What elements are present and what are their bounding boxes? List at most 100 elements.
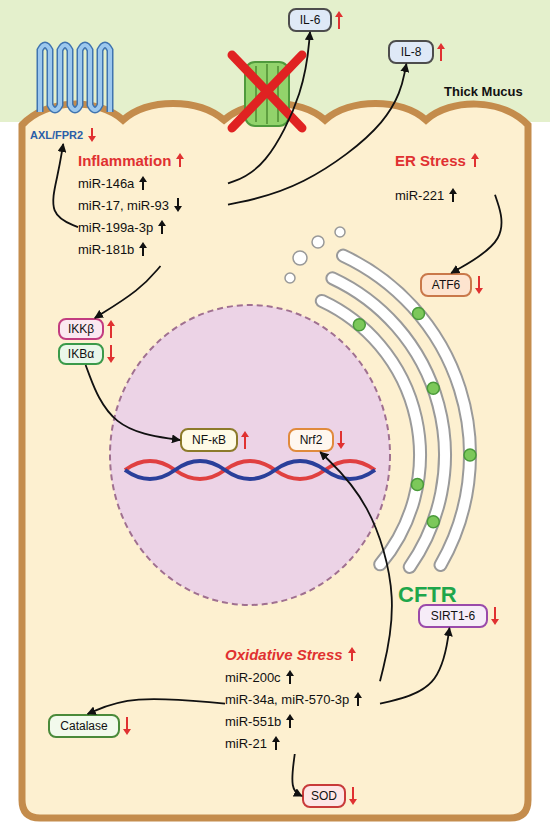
vesicle	[335, 227, 345, 237]
trend-arrow-shaft	[110, 324, 112, 338]
text-row: miR-17, miR-93	[78, 194, 228, 216]
mirna-label: AXL/FPR2	[30, 129, 83, 141]
trend-arrow-head	[123, 729, 131, 735]
regulation-arrow	[228, 32, 310, 183]
protein-box: IL-6	[288, 8, 332, 32]
group-heading: Inflammation	[78, 152, 171, 169]
trend-arrow-head	[107, 320, 115, 326]
trend-arrow-shaft	[340, 431, 342, 445]
trend-arrow-head	[272, 736, 280, 742]
protein-label: ATF6	[432, 278, 460, 292]
mirna-label: miR-200c	[225, 670, 281, 685]
trend-arrow	[470, 152, 480, 168]
trend-arrow	[173, 197, 183, 213]
trend-arrow	[448, 187, 458, 203]
trend-arrow-head	[348, 647, 356, 653]
trend-arrow-head	[88, 136, 96, 142]
trend-arrow-head	[335, 11, 343, 17]
cftr-protein	[411, 479, 423, 491]
text-row: Inflammation	[78, 148, 228, 172]
cell-membrane	[22, 104, 528, 819]
mucus-region: Thick MucusIL-6IL-8	[0, 0, 550, 120]
trend-arrow	[175, 152, 185, 168]
trend-arrow-shaft	[110, 345, 112, 359]
regulation-arrow	[228, 64, 406, 205]
trend-arrow	[271, 735, 281, 751]
trend-arrow-head	[449, 188, 457, 194]
region-label: Thick Mucus	[444, 84, 523, 99]
red-cross	[232, 55, 302, 128]
trend-arrow-head	[491, 619, 499, 625]
text-group: ER Stress miR-221	[395, 148, 495, 208]
cftr-protein	[464, 449, 476, 461]
protein-box: SOD	[302, 784, 346, 808]
endoplasmic-reticulum	[285, 227, 476, 567]
er-cisterna	[343, 256, 470, 565]
receptor-symbol	[40, 45, 110, 112]
regulation-arrow	[380, 628, 450, 704]
protein-box: IKKβ	[58, 318, 104, 340]
trend-arrow-head	[337, 443, 345, 449]
trend-arrow	[107, 345, 115, 363]
mirna-label: miR-17, miR-93	[78, 198, 169, 213]
regulation-arrow	[86, 365, 180, 440]
trend-arrow	[349, 787, 357, 805]
text-row: miR-34a, miR-570-3p	[225, 688, 380, 710]
trend-arrow-head	[437, 43, 445, 49]
mirna-label: miR-221	[395, 188, 444, 203]
protein-box: IKBα	[58, 343, 104, 365]
trend-arrow-head	[471, 153, 479, 159]
regulation-arrow	[95, 266, 161, 318]
protein-label: IL-6	[300, 13, 321, 27]
trend-arrow	[491, 607, 499, 625]
red-cross	[232, 55, 302, 128]
regulation-arrow	[451, 195, 501, 273]
trend-arrow	[353, 691, 363, 707]
mirna-label: miR-21	[225, 736, 267, 751]
receptor-helix	[40, 45, 110, 112]
protein-label: SOD	[311, 789, 337, 803]
trend-arrow-shaft	[126, 717, 128, 731]
vesicle	[312, 236, 324, 248]
protein-label: SIRT1-6	[431, 609, 475, 623]
trend-arrow-head	[241, 431, 249, 437]
regulation-arrow	[292, 754, 302, 796]
trend-arrow-shaft	[244, 435, 246, 449]
trend-arrow	[285, 713, 295, 729]
mirna-label: miR-181b	[78, 242, 134, 257]
regulation-arrow	[53, 144, 78, 227]
trend-arrow-shaft	[494, 607, 496, 621]
text-row: miR-551b	[225, 710, 380, 732]
cftr-protein	[413, 308, 425, 320]
trend-arrow	[335, 11, 343, 29]
trend-arrow-head	[354, 692, 362, 698]
trend-arrow	[475, 276, 483, 294]
trend-arrow	[347, 646, 357, 662]
trend-arrow	[337, 431, 345, 449]
text-row: miR-146a	[78, 172, 228, 194]
er-cisterna	[343, 256, 470, 565]
trend-arrow	[123, 717, 131, 735]
protein-box: Nrf2	[288, 428, 334, 452]
text-row: miR-181b	[78, 238, 228, 260]
vesicle	[285, 273, 295, 283]
text-row: miR-221	[395, 184, 495, 206]
trend-arrow-shaft	[338, 15, 340, 29]
trend-arrow-head	[349, 799, 357, 805]
group-heading: ER Stress	[395, 152, 466, 169]
trend-arrow	[437, 43, 445, 61]
trend-arrow-shaft	[440, 47, 442, 61]
protein-label: Nrf2	[300, 433, 323, 447]
text-group: Oxidative Stress miR-200c miR-34a, miR-570…	[225, 642, 380, 754]
dna-strand	[125, 461, 375, 479]
protein-label: IKBα	[68, 347, 94, 361]
regulation-arrow	[88, 699, 225, 714]
trend-arrow-head	[107, 357, 115, 363]
group-heading: Oxidative Stress	[225, 646, 343, 663]
regulation-arrow	[320, 452, 392, 681]
